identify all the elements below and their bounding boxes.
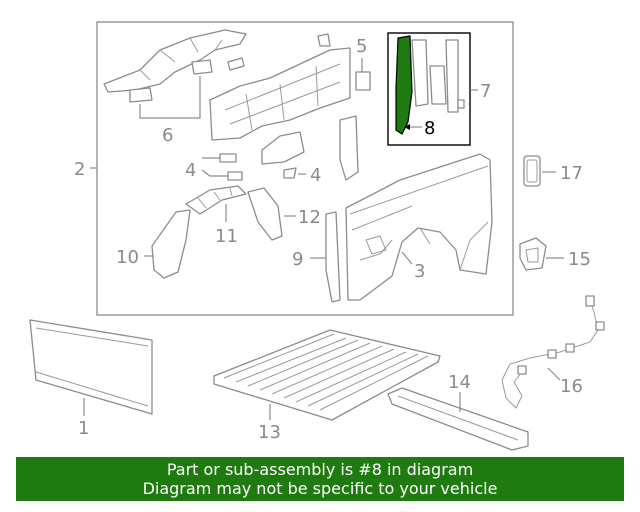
part-5-bracket[interactable] — [317, 33, 371, 91]
callout-8: 8 — [424, 118, 435, 139]
part-info-banner: Part or sub-assembly is #8 in diagram Di… — [16, 457, 624, 501]
callout-4b: 4 — [310, 165, 321, 186]
banner-line-part: Part or sub-assembly is #8 in diagram — [166, 460, 474, 479]
part-7-pillar-set[interactable] — [411, 39, 465, 113]
callout-15: 15 — [568, 249, 591, 270]
part-4-clips[interactable] — [219, 115, 359, 181]
part-13-bed-floor[interactable] — [213, 329, 441, 421]
callout-13: 13 — [258, 422, 281, 443]
part-17-cap[interactable] — [523, 155, 541, 187]
callout-12: 12 — [298, 207, 321, 228]
part-8-highlighted-pillar[interactable] — [395, 35, 413, 135]
leader-16 — [547, 367, 561, 381]
callout-2: 2 — [74, 159, 85, 180]
part-3-outer-bedside[interactable] — [345, 153, 493, 301]
part-6-wheelhouse[interactable] — [103, 29, 247, 103]
leader-6 — [139, 76, 201, 119]
part-15-bracket[interactable] — [519, 237, 547, 271]
callout-10: 10 — [116, 247, 139, 268]
leader-4a — [201, 157, 228, 177]
callout-11: 11 — [215, 226, 238, 247]
leader-8-arrow — [404, 124, 410, 130]
part-10-liner[interactable] — [151, 209, 191, 279]
callout-5: 5 — [356, 36, 367, 57]
parts-diagram: 1 2 3 4 4 5 6 7 8 9 10 11 12 13 14 15 16… — [29, 21, 605, 451]
callout-14: 14 — [448, 372, 471, 393]
part-12-liner-rear[interactable] — [247, 187, 283, 241]
subassembly-box — [387, 32, 471, 146]
callout-3: 3 — [414, 261, 425, 282]
callout-4a: 4 — [185, 160, 196, 181]
callout-6: 6 — [162, 125, 173, 146]
part-1-panel[interactable] — [29, 319, 153, 415]
part-9-front-pillar[interactable] — [325, 211, 341, 303]
part-14-crossmember[interactable] — [387, 387, 529, 451]
part-16-harness[interactable] — [501, 295, 605, 409]
part-11-arch[interactable] — [185, 185, 247, 215]
callout-7: 7 — [480, 81, 491, 102]
part-2-inner-panel[interactable] — [209, 47, 351, 141]
callout-9: 9 — [292, 249, 303, 270]
callout-16: 16 — [560, 376, 583, 397]
banner-line-disclaimer: Diagram may not be specific to your vehi… — [142, 479, 498, 498]
callout-1: 1 — [78, 418, 89, 439]
callout-17: 17 — [560, 163, 583, 184]
leader-3 — [401, 251, 413, 265]
